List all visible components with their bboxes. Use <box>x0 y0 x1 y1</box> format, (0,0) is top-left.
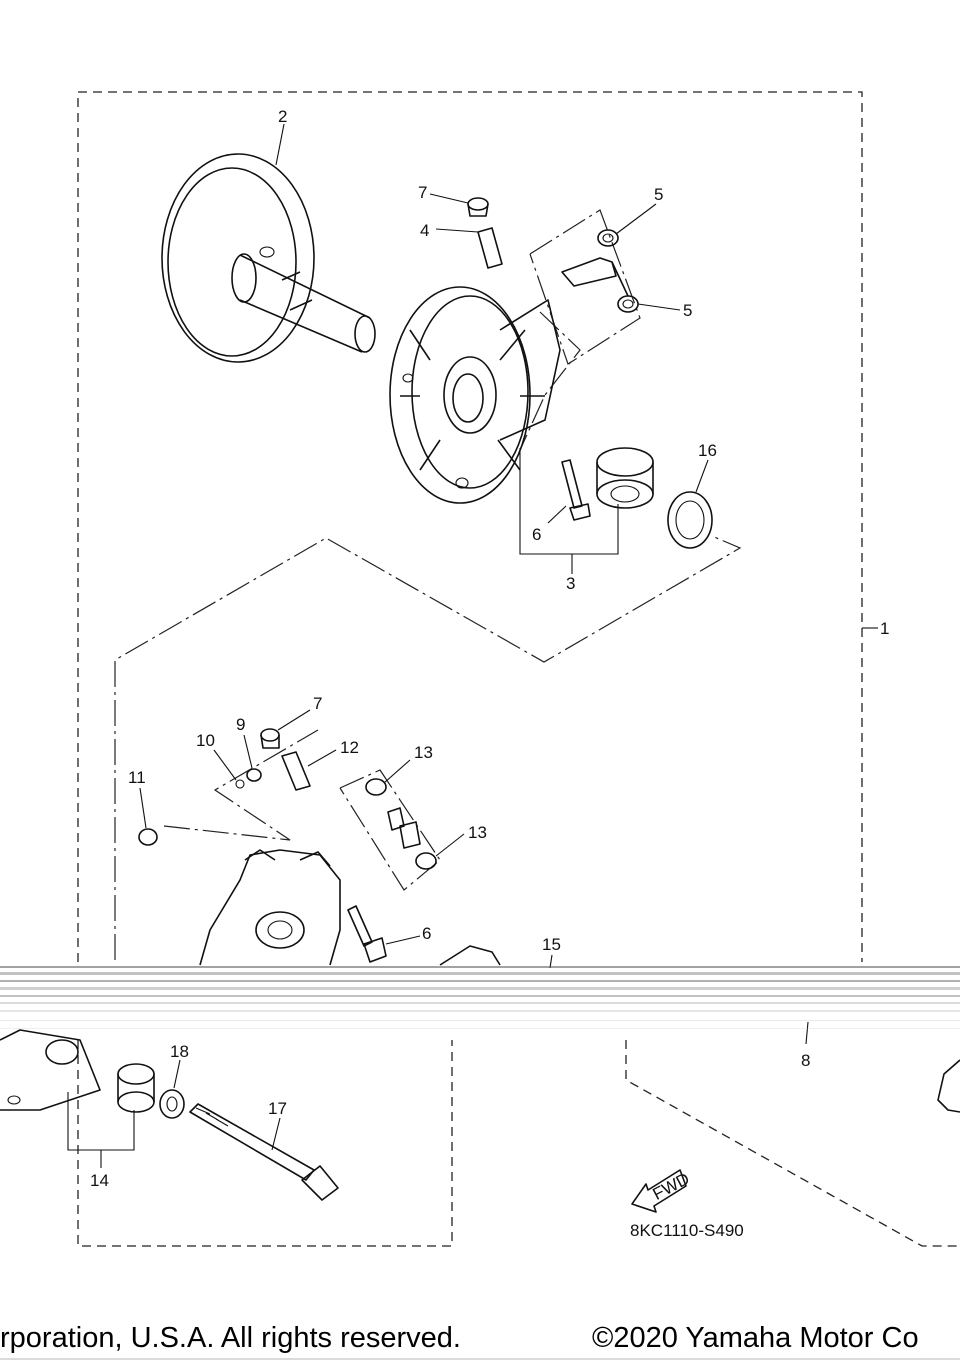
part-16-seal <box>667 491 713 549</box>
part-5-washer-top <box>597 229 619 247</box>
part-17-bolt <box>189 1103 339 1201</box>
callout-9: 9 <box>236 715 245 734</box>
fwd-arrow: FWD <box>631 1169 693 1213</box>
leader-lines <box>67 123 809 1168</box>
callout-3: 3 <box>566 574 575 593</box>
spring-parts <box>387 807 421 849</box>
lower-housing-left <box>0 1029 101 1111</box>
part-9-washer <box>246 768 262 782</box>
callout-17: 17 <box>268 1099 287 1118</box>
part-7-cap-lower <box>260 728 280 749</box>
callout-18: 18 <box>170 1042 189 1061</box>
callout-1: 1 <box>880 619 889 638</box>
drawing-code: 8KC1110-S490 <box>630 1221 744 1240</box>
chain-lines <box>114 209 742 960</box>
part-10-ring <box>235 779 245 789</box>
part-6-bolt-lower <box>347 905 387 963</box>
part-2-sheave <box>161 153 376 363</box>
part-11-bushing <box>138 828 158 846</box>
part-6-bolt-top <box>561 459 591 521</box>
callout-13-bottom: 13 <box>468 823 487 842</box>
callout-2: 2 <box>278 107 287 126</box>
callout-10: 10 <box>196 731 215 750</box>
callout-6-lower: 6 <box>422 924 431 943</box>
right-edge-part <box>937 1059 960 1113</box>
part-12-pin <box>281 751 311 791</box>
callout-14: 14 <box>90 1171 109 1190</box>
bearing-collar <box>596 447 654 509</box>
footer-rights-text: rporation, U.S.A. All rights reserved. <box>0 1322 461 1354</box>
part-14-collar <box>117 1063 155 1113</box>
assembly-frame <box>77 91 960 1247</box>
part-5-washer-bottom <box>617 295 639 313</box>
lower-spider <box>199 849 341 966</box>
part-4-pin <box>477 227 503 269</box>
callout-4: 4 <box>420 221 429 240</box>
part-15-fragment <box>439 945 501 966</box>
scan-noise-band <box>0 966 960 1360</box>
callout-labels: 1 2 3 4 5 5 6 6 7 7 8 9 10 11 12 13 13 1… <box>90 107 889 1190</box>
callout-7-top: 7 <box>418 183 427 202</box>
callout-7-lower: 7 <box>313 694 322 713</box>
roller-arm <box>561 257 629 297</box>
callout-6-top: 6 <box>532 525 541 544</box>
callout-8: 8 <box>801 1051 810 1070</box>
fwd-label: FWD <box>650 1169 693 1204</box>
callout-5-top: 5 <box>654 185 663 204</box>
part-3-housing <box>389 286 561 504</box>
footer-copyright-text: ©2020 Yamaha Motor Co <box>592 1322 919 1354</box>
callout-15: 15 <box>542 935 561 954</box>
callout-13-top: 13 <box>414 743 433 762</box>
callout-12: 12 <box>340 738 359 757</box>
part-18-washer <box>159 1089 185 1119</box>
part-13-washer-top <box>365 778 387 796</box>
callout-16: 16 <box>698 441 717 460</box>
callout-11: 11 <box>128 768 146 787</box>
part-7-cap-top <box>467 197 489 217</box>
part-13-washer-bottom <box>415 852 437 870</box>
callout-5-bottom: 5 <box>683 301 692 320</box>
